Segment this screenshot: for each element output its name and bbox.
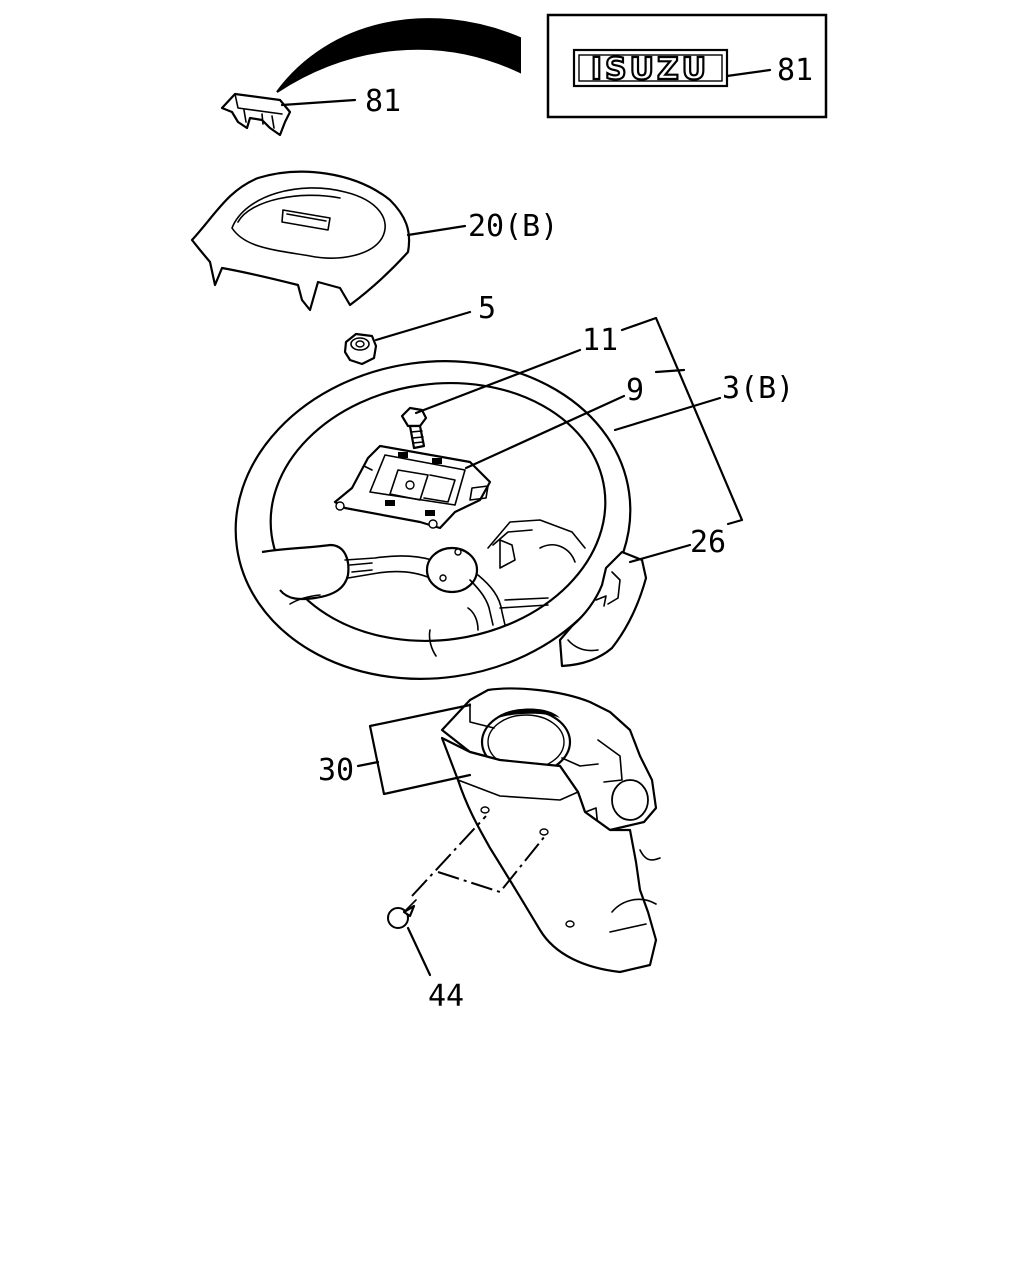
callout-5-nut: 5 (478, 291, 496, 326)
callout-bracket-30 (368, 703, 472, 796)
steering-wheel-part (234, 360, 632, 680)
callout-11-bolt: 11 (582, 323, 618, 358)
bracket-plate-part (333, 444, 492, 530)
callout-26-lower-cover: 26 (690, 525, 726, 560)
emblem-arc-part (276, 18, 521, 93)
callout-3-steering-wheel: 3(B) (722, 371, 794, 406)
callout-44-screw: 44 (428, 979, 464, 1014)
screw-part (387, 899, 417, 929)
isuzu-logo-plate (572, 48, 729, 88)
bolt-part (400, 406, 428, 450)
horn-pad-cover-part (190, 170, 411, 312)
isuzu-logo-text: ISUZU (591, 52, 709, 87)
callout-81-logo: 81 (777, 53, 813, 88)
callout-30-column-cover: 30 (318, 753, 354, 788)
column-cover-part (440, 687, 661, 974)
callout-bracket-11-26 (620, 316, 744, 526)
callout-81-clip: 81 (365, 84, 401, 119)
lower-cover-part (558, 550, 648, 668)
callout-9-bracket: 9 (626, 373, 644, 408)
callout-20-horn-pad: 20(B) (468, 209, 558, 244)
emblem-clip-part (220, 92, 292, 137)
nut-part (343, 332, 378, 366)
